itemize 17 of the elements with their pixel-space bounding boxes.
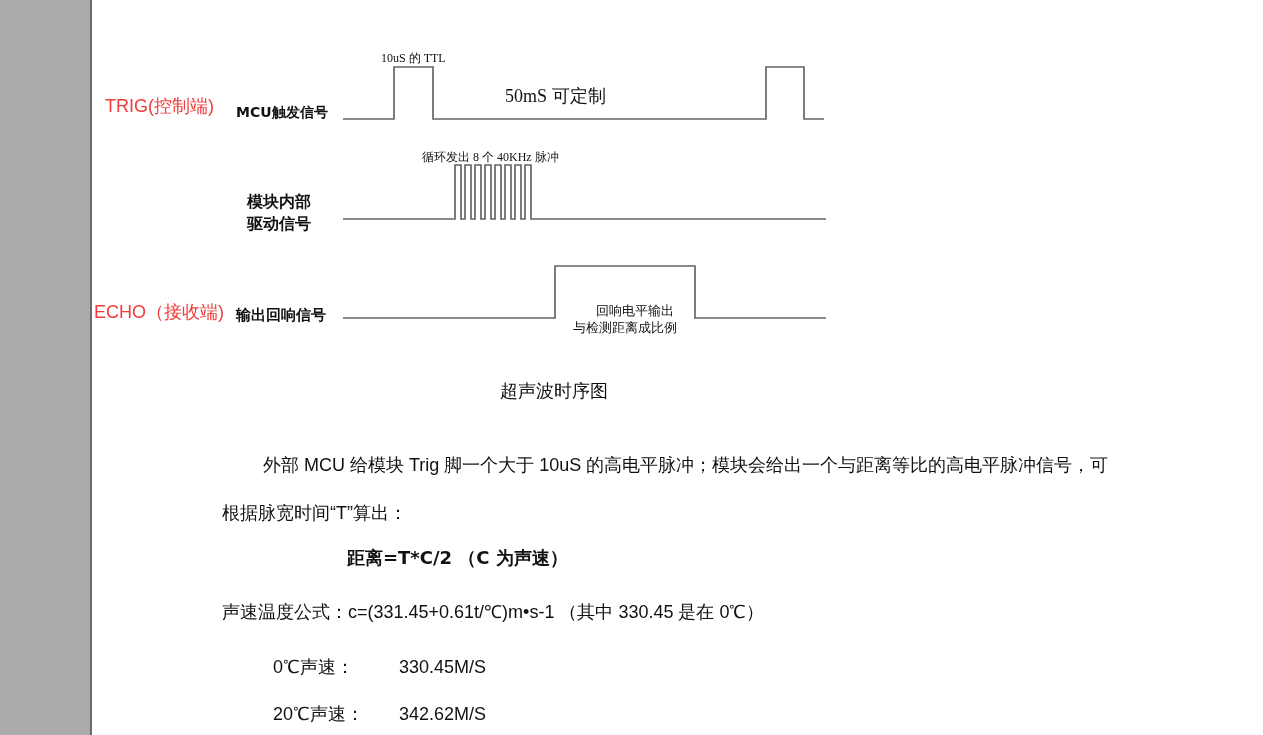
signal-name: MCU触发信号 [236, 104, 328, 122]
echo-level-note: 回响电平输出与检测距离成比例 [573, 302, 678, 336]
speed-value: 330.45M/S [399, 656, 487, 679]
pin-label: ECHO（接收端) [94, 301, 224, 324]
temperature-label: 20℃声速： [273, 703, 365, 726]
pulse-train-note: 循环发出 8 个 40KHz 脉冲 [422, 150, 559, 165]
speed-value: 342.62M/S [399, 703, 487, 726]
signal-name: 输出回响信号 [236, 306, 326, 325]
period-note: 50mS 可定制 [505, 85, 606, 108]
speed-formula: 声速温度公式：c=(331.45+0.61t/℃)m•s-1 （其中 330.45 是在 0℃） [222, 601, 765, 624]
temperature-label: 0℃声速： [273, 656, 354, 679]
distance-formula: 距离=T*C/2 （C 为声速） [347, 547, 568, 570]
diagram-caption: 超声波时序图 [500, 380, 608, 403]
pin-label: TRIG(控制端) [105, 95, 214, 118]
pulse-width-note: 10uS 的 TTL [381, 51, 446, 66]
body-paragraph: 外部 MCU 给模块 Trig 脚一个大于 10uS 的高电平脉冲；模块会给出一个与距离等比的高电平脉冲信号，可根据脉宽时间“T”算出： [222, 454, 1110, 525]
signal-name: 模块内部驱动信号 [245, 191, 313, 235]
